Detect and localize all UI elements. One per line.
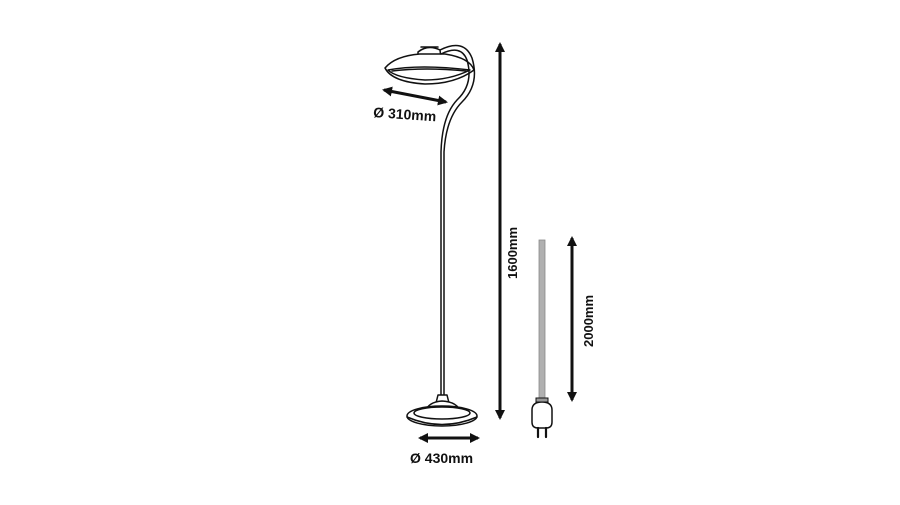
- base-diameter-label: Ø 430mm: [410, 450, 473, 466]
- shade-diameter-label: Ø 310mm: [373, 104, 437, 124]
- lamp-arm-inner: [440, 49, 470, 396]
- floor-lamp-drawing: [384, 44, 478, 427]
- shade-diameter-dimension: Ø 310mm: [373, 86, 448, 124]
- cord-length-dimension: 2000mm: [567, 236, 596, 402]
- lamp-arm-outer: [439, 44, 476, 396]
- height-dimension: 1600mm: [495, 42, 520, 420]
- shade-diameter-arrow: [382, 86, 448, 106]
- plug-body: [531, 401, 553, 429]
- lamp-base: [406, 405, 478, 427]
- height-label: 1600mm: [505, 227, 520, 279]
- power-cord: [538, 239, 546, 403]
- base-diameter-dimension: Ø 430mm: [410, 433, 480, 466]
- power-cord-drawing: [531, 239, 553, 439]
- cord-length-label: 2000mm: [581, 295, 596, 347]
